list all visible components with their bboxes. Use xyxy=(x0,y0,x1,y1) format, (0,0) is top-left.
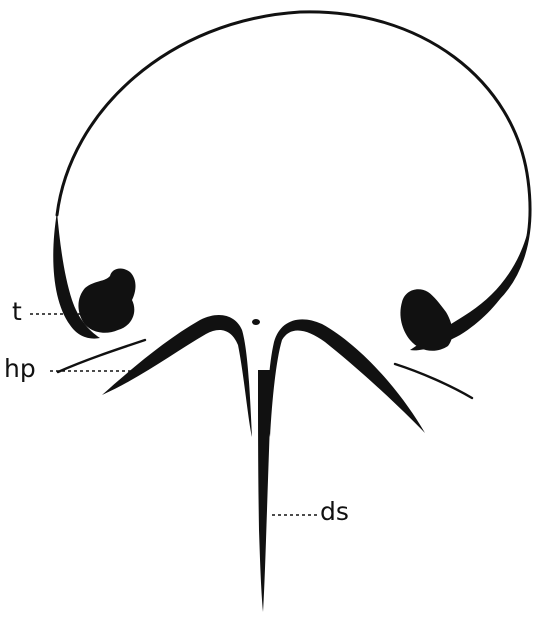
label-hp: hp xyxy=(4,354,36,383)
central-spine xyxy=(258,370,272,612)
label-ds: ds xyxy=(320,497,349,526)
right-plate xyxy=(268,319,425,437)
left-blob xyxy=(78,269,135,333)
right-blob xyxy=(400,289,452,351)
label-t: t xyxy=(12,297,22,326)
right-side-stroke xyxy=(395,364,472,398)
left-side-stroke xyxy=(58,340,145,372)
central-dot xyxy=(252,319,260,325)
left-plate xyxy=(102,315,252,437)
capsule-outline xyxy=(57,12,530,310)
